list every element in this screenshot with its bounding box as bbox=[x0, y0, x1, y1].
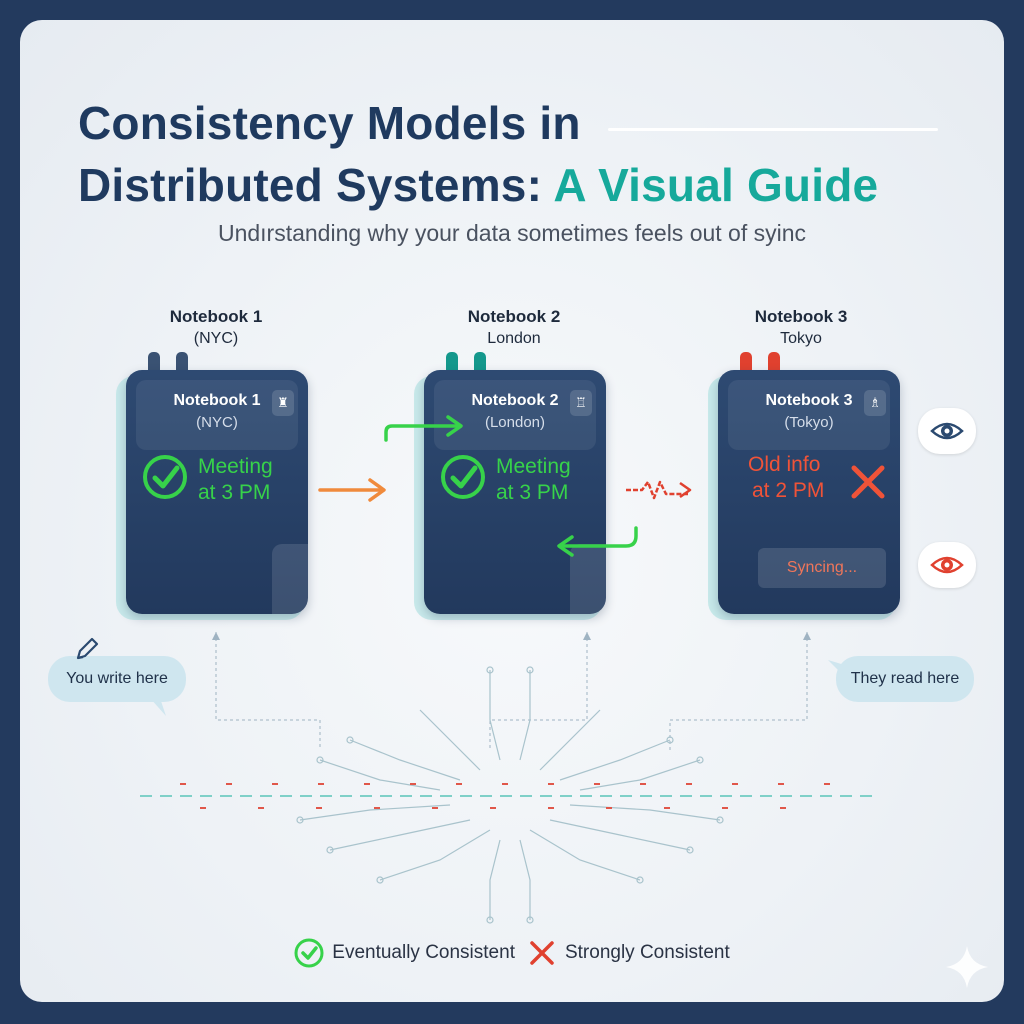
notebook-3-tab bbox=[740, 352, 752, 374]
notebook-2-status-line-2: at 3 PM bbox=[496, 481, 569, 504]
legend-strong-label: Strongly Consistent bbox=[564, 942, 730, 963]
you-write-here-bubble: You write here bbox=[48, 656, 186, 702]
check-icon bbox=[441, 455, 485, 499]
eye-bubble-top bbox=[918, 408, 976, 454]
they-read-here-bubble: They read here bbox=[836, 656, 974, 702]
circuit-background bbox=[140, 632, 880, 924]
bubble-tail bbox=[150, 698, 166, 716]
notebook-2-tab bbox=[446, 352, 458, 374]
legend-eventual: Eventually Consistent bbox=[294, 938, 515, 968]
syncing-indicator: Syncing... bbox=[758, 548, 886, 588]
notebook-1-name: Notebook 1 bbox=[173, 392, 261, 409]
x-icon bbox=[851, 465, 885, 499]
subtitle: Undırstanding why your data sometimes fe… bbox=[217, 220, 807, 246]
arrow-green-back-icon bbox=[557, 526, 638, 557]
notebook-3-status-line-2: at 2 PM bbox=[752, 479, 825, 502]
pencil-icon bbox=[76, 637, 99, 660]
notebook-2-body: Notebook 2 (London) ♖ Meeting at 3 PM bbox=[424, 370, 606, 614]
notebook-3[interactable]: Notebook 3 (Tokyo) ♗ Old info at 2 PM Sy… bbox=[708, 352, 900, 620]
notebook-3-name: Notebook 3 bbox=[765, 392, 853, 409]
notebook-3-status-line-1: Old info bbox=[748, 453, 821, 476]
notebook-3-header-name: Notebook 3 bbox=[754, 307, 848, 326]
notebook-2-header: Notebook 2 London bbox=[414, 306, 614, 350]
notebook-2-header-name: Notebook 2 bbox=[467, 307, 561, 326]
notebook-1-header-location: (NYC) bbox=[193, 330, 239, 347]
eye-bubble-bottom bbox=[918, 542, 976, 588]
notebook-3-location: (Tokyo) bbox=[784, 414, 834, 431]
notebook-3-screen bbox=[728, 380, 890, 450]
check-icon bbox=[143, 455, 187, 499]
replication-arrows bbox=[212, 415, 811, 660]
notebook-2[interactable]: Notebook 2 (London) ♖ Meeting at 3 PM bbox=[414, 352, 606, 620]
notebook-2-tab bbox=[474, 352, 486, 374]
notebook-2-page-curl bbox=[570, 544, 606, 614]
x-icon bbox=[530, 941, 554, 965]
notebook-3-header: Notebook 3 Tokyo bbox=[701, 306, 901, 350]
arrow-red-zigzag-icon bbox=[626, 480, 692, 500]
page-title: Consistency Models in Distributed System… bbox=[78, 92, 958, 216]
notebook-1-page-curl bbox=[272, 544, 308, 614]
notebook-3-body: Notebook 3 (Tokyo) ♗ Old info at 2 PM Sy… bbox=[718, 370, 900, 614]
legend-strong: Strongly Consistent bbox=[527, 938, 730, 968]
title-line-2-plain: Distributed Systems: bbox=[78, 159, 554, 211]
arrow-green-forward-icon bbox=[384, 415, 463, 442]
title-line-2-accent: A Visual Guide bbox=[553, 159, 879, 211]
notebook-3-tab bbox=[768, 352, 780, 374]
notebook-2-location: (London) bbox=[484, 414, 546, 431]
legend-eventual-label: Eventually Consistent bbox=[332, 942, 515, 963]
statue-of-liberty-icon: ♜ bbox=[272, 390, 294, 416]
notebook-1-screen bbox=[136, 380, 298, 450]
arrow-orange-icon bbox=[318, 478, 386, 502]
title-line-2: Distributed Systems: A Visual Guide bbox=[78, 154, 958, 216]
notebook-3-header-location: Tokyo bbox=[780, 330, 822, 347]
title-line-1: Consistency Models in bbox=[78, 97, 581, 149]
notebook-1-tab bbox=[176, 352, 188, 374]
notebook-1-status-line-2: at 3 PM bbox=[198, 481, 271, 504]
infographic-card: Consistency Models in Distributed System… bbox=[20, 20, 1004, 1002]
notebook-1-status-line-1: Meeting bbox=[198, 455, 273, 478]
notebook-1-header-name: Notebook 1 bbox=[169, 307, 263, 326]
sparkle-icon bbox=[946, 946, 988, 988]
notebook-1[interactable]: Notebook 1 (NYC) ♜ Meeting at 3 PM bbox=[116, 352, 308, 620]
legend: Eventually Consistent Strongly Consisten… bbox=[20, 936, 1004, 970]
big-ben-icon: ♖ bbox=[570, 390, 592, 416]
eye-red-icon bbox=[930, 556, 964, 574]
notebook-2-status-line-1: Meeting bbox=[496, 455, 571, 478]
title-rule bbox=[608, 128, 938, 131]
notebook-1-body: Notebook 1 (NYC) ♜ Meeting at 3 PM bbox=[126, 370, 308, 614]
notebook-1-tab bbox=[148, 352, 160, 374]
notebook-2-name: Notebook 2 bbox=[471, 392, 559, 409]
eye-icon bbox=[930, 422, 964, 440]
notebook-2-header-location: London bbox=[487, 330, 541, 347]
notebook-2-screen bbox=[434, 380, 596, 450]
bubble-tail bbox=[828, 660, 848, 678]
notebook-1-location: (NYC) bbox=[196, 414, 238, 431]
check-icon bbox=[294, 938, 324, 968]
notebook-1-header: Notebook 1 (NYC) bbox=[116, 306, 316, 350]
tokyo-tower-icon: ♗ bbox=[864, 390, 886, 416]
